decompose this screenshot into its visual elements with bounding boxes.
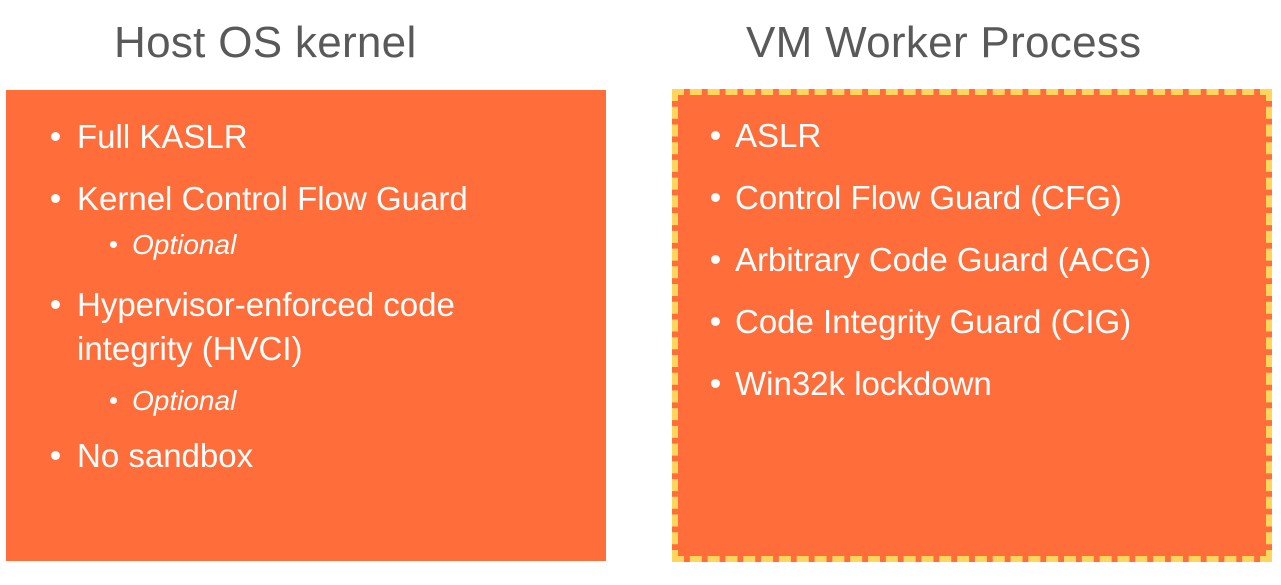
- list-item-text: Optional: [132, 229, 237, 260]
- list-item-text: Hypervisor-enforced code integrity (HVCI…: [77, 286, 455, 367]
- list-item-text: Control Flow Guard (CFG): [735, 179, 1122, 216]
- host-os-kernel-panel: Full KASLR Kernel Control Flow Guard Opt…: [6, 90, 606, 561]
- list-item-text: No sandbox: [77, 437, 254, 474]
- list-item-text: Optional: [132, 385, 237, 416]
- bullet-icon: [711, 255, 720, 264]
- bullet-icon: [711, 317, 720, 326]
- host-os-kernel-list: Full KASLR Kernel Control Flow Guard Opt…: [6, 90, 606, 472]
- bullet-icon: [51, 194, 60, 203]
- list-item: Code Integrity Guard (CIG): [678, 305, 1266, 338]
- host-os-kernel-title: Host OS kernel: [114, 18, 417, 67]
- list-item: Hypervisor-enforced code integrity (HVCI…: [6, 283, 547, 371]
- list-item-text: Code Integrity Guard (CIG): [735, 303, 1132, 340]
- list-item: Kernel Control Flow Guard: [6, 182, 606, 215]
- vm-worker-process-panel: ASLR Control Flow Guard (CFG) Arbitrary …: [672, 89, 1272, 562]
- list-item-text: Kernel Control Flow Guard: [77, 180, 468, 217]
- bullet-icon: [110, 241, 117, 248]
- list-item: Win32k lockdown: [678, 367, 1266, 400]
- bullet-icon: [51, 300, 60, 309]
- vm-worker-process-title: VM Worker Process: [746, 18, 1142, 67]
- list-item: Control Flow Guard (CFG): [678, 181, 1266, 214]
- list-item: No sandbox: [6, 439, 606, 472]
- bullet-icon: [110, 397, 117, 404]
- vm-worker-process-list: ASLR Control Flow Guard (CFG) Arbitrary …: [678, 95, 1266, 400]
- list-item-text: Arbitrary Code Guard (ACG): [735, 241, 1152, 278]
- bullet-icon: [51, 132, 60, 141]
- bullet-icon: [711, 131, 720, 140]
- bullet-icon: [711, 379, 720, 388]
- sub-list-item: Optional: [6, 231, 606, 259]
- list-item: Arbitrary Code Guard (ACG): [678, 243, 1266, 276]
- list-item-text: Full KASLR: [77, 118, 248, 155]
- bullet-icon: [51, 451, 60, 460]
- list-item: Full KASLR: [6, 120, 606, 153]
- list-item-text: ASLR: [735, 117, 822, 154]
- list-item-text: Win32k lockdown: [735, 365, 992, 402]
- list-item: ASLR: [678, 119, 1266, 152]
- bullet-icon: [711, 193, 720, 202]
- sub-list-item: Optional: [6, 387, 606, 415]
